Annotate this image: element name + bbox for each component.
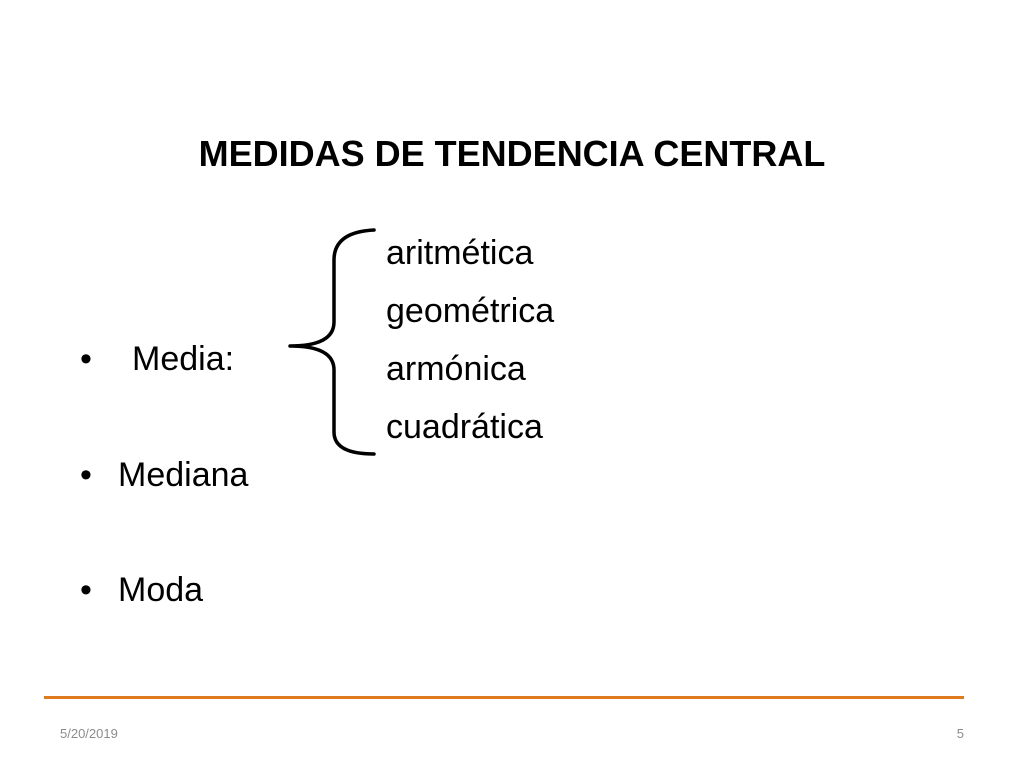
media-type-geometrica: geométrica [386,292,555,330]
slide-title: MEDIDAS DE TENDENCIA CENTRAL [198,133,826,174]
slide-page-number: 5 [956,726,964,741]
bullet-item-mediana: • Mediana [80,455,248,495]
footer-divider [44,696,964,699]
media-type-cuadratica: cuadrática [386,408,543,446]
media-type-armonica: armónica [386,350,526,388]
media-type-aritmetica: aritmética [386,234,534,272]
media-types-list: aritmética geométrica armónica cuadrátic… [386,224,554,456]
footer-date: 5/20/2019 [60,726,118,741]
bullet-item-media: • Media: [80,339,234,379]
bullet-item-moda: • Moda [80,570,203,610]
bullet-label-moda: Moda [118,571,204,609]
bullet-dot: • [80,340,92,378]
bullet-dot: • [80,571,92,609]
bullet-label-mediana: Mediana [118,456,249,494]
bullet-dot: • [80,456,92,494]
curly-brace-icon [288,228,376,456]
bullet-label-media: Media: [132,340,235,378]
